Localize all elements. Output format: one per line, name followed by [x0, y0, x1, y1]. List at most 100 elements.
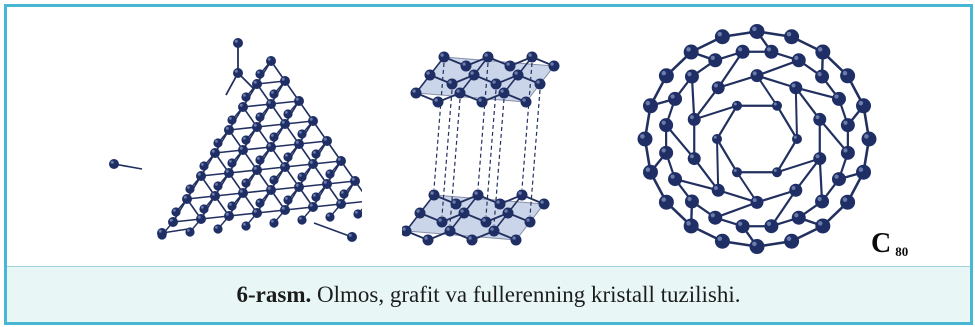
carbon-atom — [772, 167, 782, 178]
atom-highlight — [426, 71, 430, 75]
carbon-atom — [109, 159, 119, 169]
atom-highlight — [201, 206, 204, 209]
atom-highlight — [440, 53, 444, 57]
atom-highlight — [766, 47, 772, 52]
atom-highlight — [281, 120, 285, 124]
atom-highlight — [512, 236, 516, 240]
carbon-atom — [750, 195, 764, 209]
atom-highlight — [817, 221, 823, 226]
atom-highlight — [285, 111, 288, 114]
atom-highlight — [794, 55, 799, 60]
atom-highlight — [815, 154, 820, 159]
carbon-atom — [241, 221, 251, 231]
atom-highlight — [786, 236, 792, 241]
atom-highlight — [686, 47, 691, 52]
atom-highlight — [690, 154, 694, 159]
carbon-atom — [227, 201, 237, 211]
bond-line — [714, 201, 758, 219]
atom-highlight — [536, 80, 540, 84]
atom-highlight — [285, 154, 288, 157]
atom-highlight — [187, 186, 190, 189]
carbon-atom — [294, 182, 304, 192]
atom-highlight — [424, 236, 428, 240]
carbon-atom — [252, 79, 262, 89]
carbon-atom — [861, 131, 877, 147]
atom-highlight — [225, 126, 229, 130]
carbon-atom — [732, 100, 742, 111]
carbon-atom — [510, 234, 522, 246]
bond-line — [776, 157, 821, 174]
atom-highlight — [500, 89, 504, 93]
atom-highlight — [687, 196, 692, 202]
carbon-atom — [708, 53, 723, 68]
carbon-atom — [516, 189, 528, 201]
atom-highlight — [687, 71, 692, 77]
carbon-atom — [414, 207, 426, 219]
bond-line — [756, 74, 797, 89]
atom-highlight — [197, 215, 201, 219]
carbon-atom — [840, 68, 856, 84]
carbon-atom — [238, 188, 248, 198]
atom-highlight — [253, 166, 257, 170]
carbon-atom — [687, 152, 701, 166]
carbon-atom — [813, 112, 827, 126]
atom-highlight — [448, 80, 452, 84]
atom-highlight — [645, 167, 651, 172]
carbon-atom — [269, 175, 279, 185]
carbon-atom — [512, 69, 524, 81]
atom-highlight — [243, 137, 246, 140]
carbon-atom — [815, 218, 831, 234]
bond-line — [665, 124, 696, 160]
atom-highlight — [355, 211, 358, 214]
caption-band: 6-rasm. Olmos, grafit va fullerenning kr… — [7, 266, 970, 322]
atom-highlight — [713, 83, 718, 88]
carbon-atom — [269, 89, 279, 99]
carbon-atom — [476, 96, 488, 108]
carbon-atom — [297, 129, 307, 139]
atom-highlight — [661, 148, 666, 153]
carbon-atom — [749, 23, 765, 39]
atom-highlight — [295, 140, 299, 144]
carbon-atom — [840, 118, 855, 133]
carbon-atom — [255, 69, 265, 79]
carbon-atom — [196, 214, 206, 224]
carbon-atom — [269, 218, 279, 228]
carbon-atom — [224, 168, 234, 178]
carbon-atom — [642, 164, 658, 180]
carbon-atom — [424, 69, 436, 81]
carbon-atom — [732, 167, 742, 178]
carbon-atom — [185, 184, 195, 194]
carbon-atom — [227, 158, 237, 168]
carbon-atom — [708, 210, 723, 225]
atom-highlight — [710, 55, 715, 60]
atom-highlight — [842, 197, 848, 202]
carbon-atom — [658, 68, 674, 84]
atom-highlight — [496, 200, 500, 204]
atom-highlight — [323, 180, 327, 184]
carbon-atom — [280, 205, 290, 215]
carbon-atom — [764, 219, 779, 234]
carbon-atom — [668, 91, 683, 106]
atom-highlight — [243, 94, 246, 97]
atom-highlight — [640, 134, 645, 139]
carbon-atom — [213, 138, 223, 148]
carbon-atom — [488, 225, 500, 237]
carbon-atom — [350, 176, 360, 186]
carbon-atom — [642, 98, 658, 114]
atom-highlight — [794, 213, 799, 218]
figure-caption: 6-rasm. Olmos, grafit va fullerenning kr… — [237, 282, 741, 308]
fullerene-molecule-illustration — [637, 23, 877, 255]
atom-highlight — [460, 209, 464, 213]
atom-highlight — [267, 57, 271, 61]
carbon-atom — [637, 131, 653, 147]
atom-highlight — [299, 174, 302, 177]
atom-highlight — [661, 70, 667, 76]
bond-line — [693, 104, 738, 121]
bond-line — [716, 138, 738, 173]
carbon-atom — [735, 44, 750, 59]
carbon-atom — [255, 112, 265, 122]
carbon-atom — [526, 51, 538, 63]
atom-highlight — [313, 194, 316, 197]
atom-highlight — [229, 117, 232, 120]
carbon-atom — [454, 87, 466, 99]
